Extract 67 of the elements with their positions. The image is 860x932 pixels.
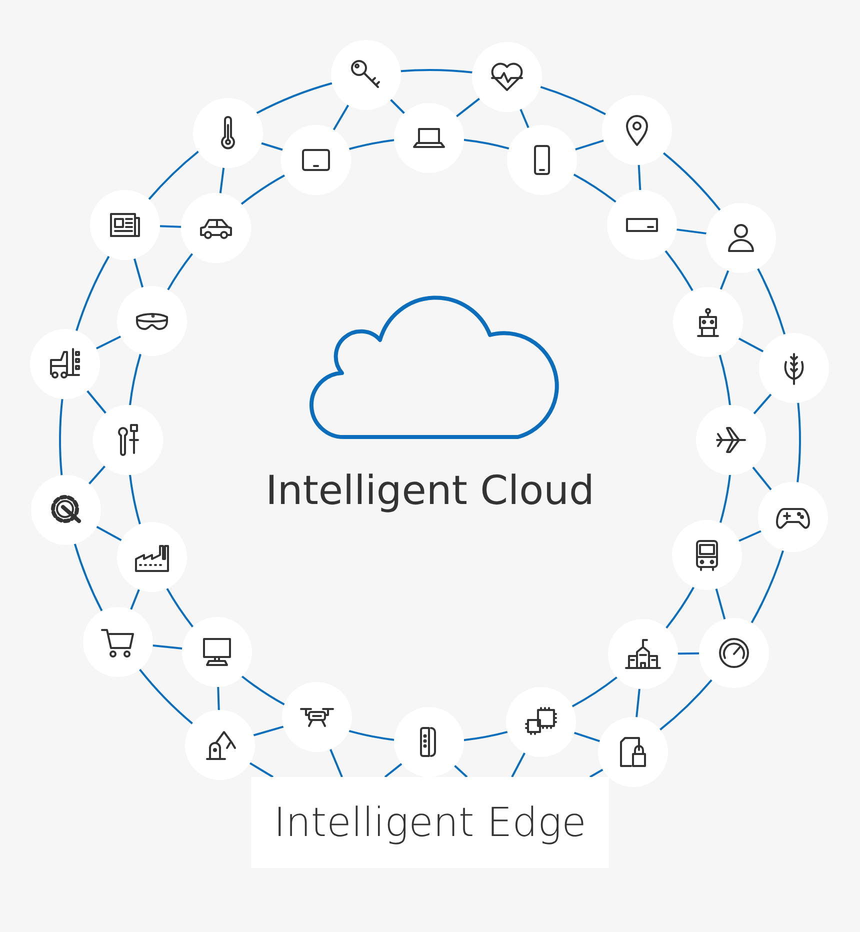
connector-line [129, 474, 141, 524]
connector-line [400, 69, 472, 74]
connector-line [638, 164, 642, 190]
connector-line [664, 250, 694, 292]
connector-line [384, 763, 402, 778]
connector-line [130, 589, 140, 610]
connector-line [129, 354, 142, 406]
cloud-caption: Intelligent Cloud [264, 468, 596, 514]
connector-line [718, 354, 731, 406]
connector-line [253, 726, 284, 736]
connector-line [88, 466, 106, 484]
connector-line [86, 390, 106, 414]
connector-line [148, 150, 199, 200]
connector-line [738, 338, 764, 352]
connector-line [662, 152, 721, 211]
connector-line [574, 732, 600, 742]
connector-line [134, 258, 144, 288]
connector-line [575, 140, 604, 150]
connector-line [261, 142, 283, 151]
connector-line [573, 174, 616, 203]
connector-line [152, 644, 182, 650]
connector-line [160, 225, 182, 228]
connector-line [676, 228, 706, 234]
connector-line [332, 104, 350, 130]
connector-line [167, 253, 194, 290]
connector-line [753, 394, 772, 414]
connector-line [738, 530, 762, 542]
connector-line [348, 730, 394, 741]
connector-line [76, 256, 110, 332]
panel-title: Intelligent Edge [274, 800, 586, 846]
connector-line [256, 82, 332, 114]
connector-line [96, 526, 122, 542]
connector-line [74, 544, 103, 612]
connector-line [456, 98, 480, 118]
connector-line [520, 108, 530, 128]
connector-line [249, 762, 274, 778]
icon-circle [394, 707, 464, 777]
connector-line [166, 588, 194, 628]
connector-line [330, 748, 343, 778]
label-panel [251, 777, 609, 868]
connector-line [752, 466, 772, 490]
connector-line [464, 138, 510, 150]
connector-line [590, 768, 604, 778]
connector-line [660, 679, 712, 730]
connector-line [719, 474, 731, 524]
connector-line [241, 676, 285, 706]
connector-line [390, 99, 405, 114]
connector-line [454, 764, 468, 778]
connector-line [540, 86, 606, 116]
connector-line [796, 402, 801, 482]
connector-line [96, 336, 122, 350]
connector-line [636, 688, 640, 718]
connector-line [464, 730, 508, 742]
connector-line [720, 270, 730, 290]
connector-line [757, 268, 786, 335]
connector-line [139, 668, 193, 724]
connector-line [715, 588, 726, 620]
connector-line [59, 399, 64, 476]
connector-line [217, 686, 220, 710]
connector-line [750, 550, 784, 624]
connector-line [511, 752, 526, 778]
connector-line [348, 139, 394, 150]
connector-line [240, 174, 286, 205]
connector-line [678, 652, 700, 655]
connector-line [666, 586, 695, 629]
connector-line [572, 676, 618, 708]
connector-line [219, 168, 225, 194]
